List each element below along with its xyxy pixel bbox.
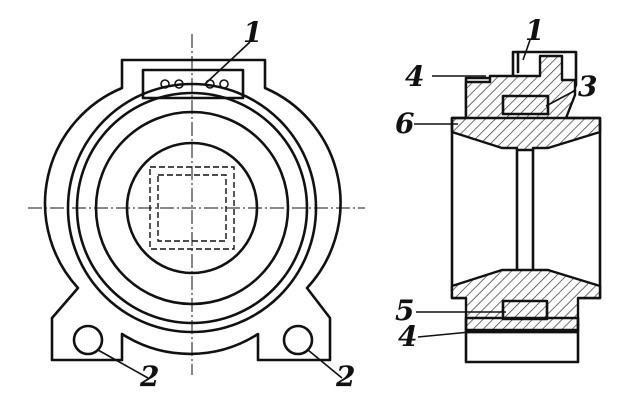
leader-side-1: [522, 39, 531, 61]
callout-labels: 1 2 2 1 4 3 6 5 4: [139, 14, 597, 393]
callout-side-1: 1: [525, 14, 544, 47]
front-housing-outline: [43, 58, 342, 362]
mounting-hole-right: [282, 324, 314, 356]
callout-side-5: 5: [395, 294, 414, 327]
front-view: [28, 34, 365, 379]
callout-front-2-left: 2: [139, 360, 159, 393]
leader-front-2-left: [97, 349, 149, 379]
callout-front-1: 1: [243, 16, 262, 49]
leader-front-1: [204, 41, 251, 85]
section-view: [414, 39, 602, 364]
callout-side-4-top: 4: [405, 60, 424, 93]
callout-side-6: 6: [395, 107, 414, 140]
callout-front-2-right: 2: [335, 360, 355, 393]
mounting-hole-left: [72, 324, 104, 356]
leader-side-4-bottom: [417, 331, 471, 338]
callout-side-4-bottom: 4: [398, 320, 417, 353]
leader-side-3: [545, 89, 577, 107]
callout-side-3: 3: [578, 70, 597, 103]
terminal-block: [141, 68, 245, 100]
leader-front-2-right: [307, 349, 343, 379]
section-base-plate: [464, 330, 580, 364]
